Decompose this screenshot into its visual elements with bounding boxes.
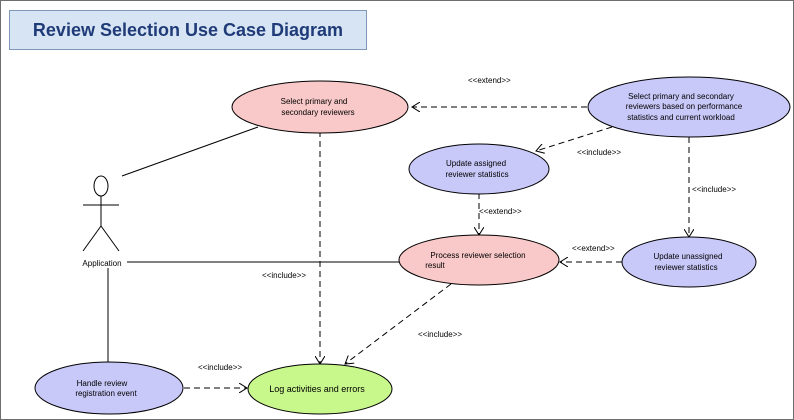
usecase-update-assigned-line1: Update assigned	[446, 159, 506, 168]
usecase-process-result	[398, 234, 560, 286]
assoc-actor-select	[121, 126, 259, 177]
usecase-update-assigned	[408, 143, 550, 195]
actor-head	[93, 175, 109, 197]
usecase-select-by-performance-line3: statistics and current workload	[627, 113, 735, 122]
usecase-select-by-performance-line1: Select primary and secondary	[628, 92, 734, 101]
usecase-log-activities-line1: Log activities and errors	[269, 384, 365, 394]
label-include-lower-right: <<include>>	[418, 330, 462, 339]
usecase-select-reviewers-line2: secondary reviewers	[281, 108, 354, 117]
usecase-update-unassigned-line2: reviewer statistics	[654, 263, 717, 272]
usecase-handle-event-line1: Handle review	[77, 379, 128, 388]
diagram-title: Review Selection Use Case Diagram	[32, 19, 344, 40]
usecase-update-unassigned	[621, 236, 757, 288]
usecase-process-result-line1: Process reviewer selection	[430, 251, 525, 260]
dep-include-right-top	[536, 126, 613, 151]
usecase-update-unassigned-line1: Update unassigned	[654, 252, 723, 261]
usecase-process-result-line2: result	[425, 261, 445, 270]
usecase-select-by-performance	[587, 76, 791, 138]
actor-stick-figure	[82, 175, 120, 252]
label-include-right-mid: <<include>>	[692, 185, 736, 194]
dep-include-lower-right	[345, 283, 452, 364]
usecase-select-reviewers-line1: Select primary and	[281, 97, 348, 106]
label-include-right-top: <<include>>	[577, 148, 621, 157]
usecase-update-assigned-line2: reviewer statistics	[445, 170, 508, 179]
label-include-center: <<include>>	[262, 271, 306, 280]
usecase-handle-event-line2: registration event	[75, 389, 137, 398]
usecase-select-reviewers	[231, 80, 409, 134]
actor-left-leg	[82, 225, 102, 252]
diagram-title-box: Review Selection Use Case Diagram	[9, 10, 367, 50]
label-include-bottom: <<include>>	[198, 363, 242, 372]
label-extend-right: <<extend>>	[572, 244, 615, 253]
actor-label: Application	[82, 259, 121, 268]
label-extend-mid: <<extend>>	[479, 207, 522, 216]
usecase-select-by-performance-line2: reviewers based on performance	[626, 102, 743, 111]
label-extend-top: <<extend>>	[468, 76, 511, 85]
actor-right-leg	[100, 225, 120, 252]
usecase-handle-event	[34, 361, 184, 415]
usecase-log-activities	[247, 363, 393, 415]
